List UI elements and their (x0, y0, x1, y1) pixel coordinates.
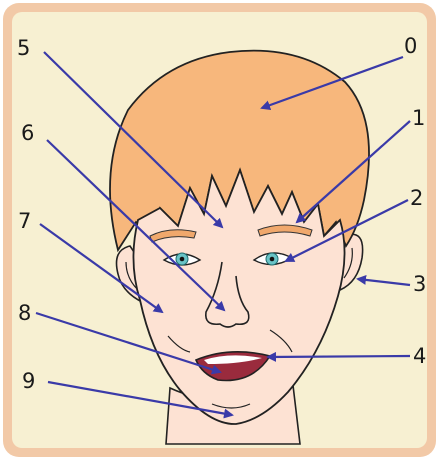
label-7: 7 (18, 209, 31, 233)
label-4: 4 (413, 344, 426, 368)
label-8: 8 (18, 301, 31, 325)
label-9: 9 (22, 369, 35, 393)
label-1: 1 (412, 106, 425, 130)
label-0: 0 (404, 34, 417, 58)
arrow-4 (268, 356, 410, 357)
label-2: 2 (410, 186, 423, 210)
label-6: 6 (21, 121, 34, 145)
label-5: 5 (17, 36, 30, 60)
label-3: 3 (413, 272, 426, 296)
